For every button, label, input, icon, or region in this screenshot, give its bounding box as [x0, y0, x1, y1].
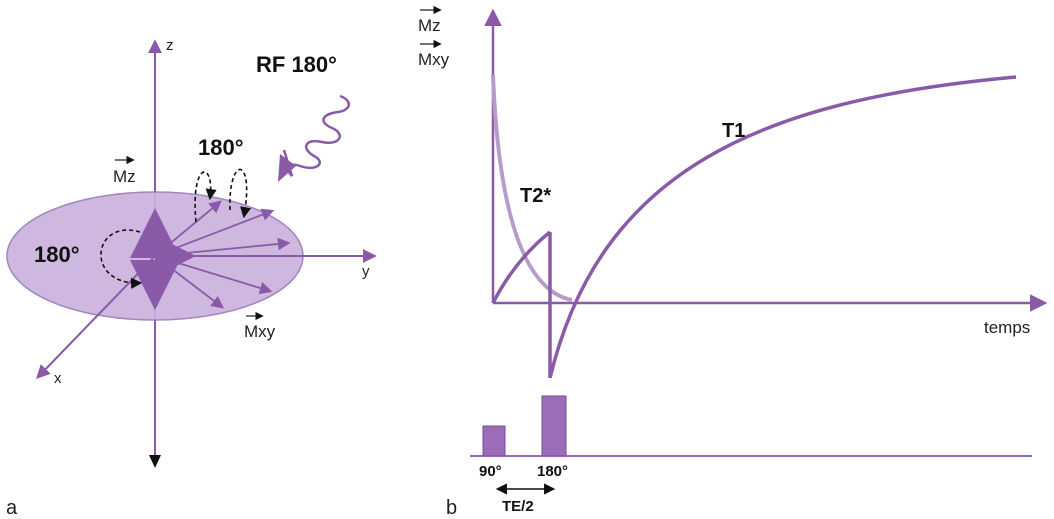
vector-mz-label: Mz — [113, 167, 136, 186]
rf-wave-icon — [282, 94, 350, 177]
flip-arrow-2 — [229, 168, 252, 219]
pulse-180 — [541, 395, 567, 457]
t2star-label: T2* — [520, 185, 551, 207]
panel-a-label: a — [6, 497, 18, 519]
panel-a: z y x Mz Mxy RF 180° 180° 180° a — [6, 37, 377, 519]
axis-z-label: z — [166, 37, 174, 54]
t2star-decay-curve — [491, 74, 573, 302]
t1-regrowth-before-inversion — [491, 230, 552, 304]
b-y-label-2: Mxy — [418, 50, 450, 69]
t1-label: T1 — [722, 120, 745, 142]
b-y-label-1: Mz — [418, 16, 441, 35]
axis-y-label: y — [362, 263, 370, 280]
panel-b: Mz Mxy temps T1 T2* 90° 180° TE/2 b — [418, 5, 1048, 519]
t1-recovery-curve — [548, 75, 1017, 379]
panel-b-label: b — [446, 497, 457, 519]
pulse-90-label: 90° — [479, 463, 502, 480]
flip-arrow-left — [100, 229, 143, 289]
flip-arrow-1 — [194, 171, 217, 223]
flip-top-label: 180° — [198, 135, 244, 160]
te-half-label: TE/2 — [502, 498, 534, 515]
rf-label: RF 180° — [256, 52, 337, 77]
b-x-label: temps — [984, 318, 1030, 337]
flip-left-label: 180° — [34, 242, 80, 267]
z-axis-negative-arrowhead — [149, 455, 161, 468]
vector-mxy-label: Mxy — [244, 322, 276, 341]
axis-x-label: x — [54, 370, 62, 387]
pulse-90 — [482, 425, 506, 457]
pulse-180-label: 180° — [537, 463, 568, 480]
rf-wave-arrowhead — [278, 154, 296, 182]
